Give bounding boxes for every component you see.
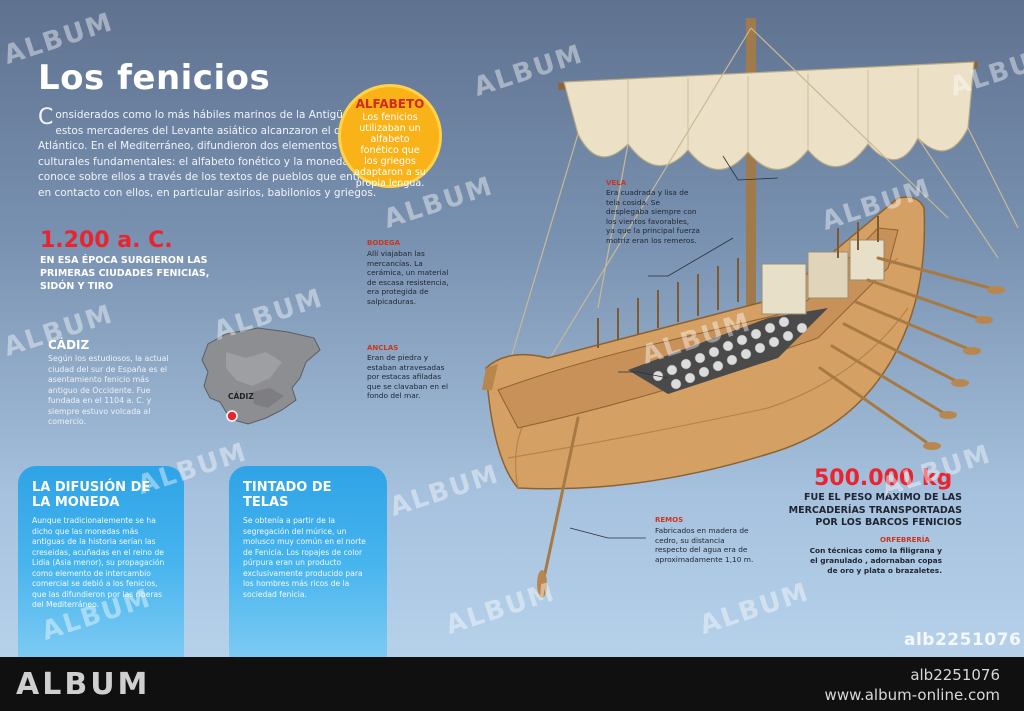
page-title: Los fenicios xyxy=(38,58,271,98)
drop-cap: C xyxy=(38,105,54,130)
label-bodega-title: BODEGA xyxy=(367,239,401,247)
iberia-map xyxy=(201,327,321,425)
intro-text: onsiderados como lo más hábiles marinos … xyxy=(38,109,385,199)
founding-date: 1.200 a. C. xyxy=(40,228,173,253)
ship-sail xyxy=(563,61,975,171)
ship-mast xyxy=(746,18,756,328)
cargo-description: Fue el peso máximo de las mercaderías tr… xyxy=(788,492,962,528)
cadiz-title: CÁDIZ xyxy=(48,338,90,352)
ship-illustration xyxy=(482,18,1019,598)
label-remos-title: REMOS xyxy=(655,516,684,524)
label-vela-title: VELA xyxy=(606,179,627,187)
alfabeto-text: Los fenicios utilizaban un alfabeto foné… xyxy=(354,112,426,189)
map-label-cadiz: CÁDIZ xyxy=(228,392,254,401)
label-anclas-title: ANCLAS xyxy=(367,344,399,352)
card-moneda-title: La difusión de la moneda xyxy=(32,480,151,510)
label-vela-text: Era cuadrada y lisa de tela cosida. Se d… xyxy=(606,188,700,245)
ship-oars xyxy=(542,256,992,580)
label-remos-text: Fabricados en madera de cedro, su distan… xyxy=(655,526,754,564)
crates xyxy=(761,239,885,315)
image-id: alb2251076 xyxy=(904,630,1022,650)
cadiz-text: Según los estudiosos, la actual ciudad d… xyxy=(48,354,169,426)
footer: ALBUM alb2251076 www.album-online.com xyxy=(0,657,1024,711)
amphorae xyxy=(652,316,808,390)
orfebreria-title: ORFEBRERÍA xyxy=(880,536,930,544)
footer-url[interactable]: www.album-online.com xyxy=(824,686,1000,704)
label-anclas-text: Eran de piedra y estaban atravesadas por… xyxy=(367,353,449,401)
alfabeto-title: ALFABETO xyxy=(355,97,425,111)
card-telas-title: Tintado de telas xyxy=(243,480,332,510)
cargo-weight: 500.000 kg xyxy=(814,466,953,491)
alfabeto-badge: ALFABETO Los fenicios utilizaban un alfa… xyxy=(338,84,442,189)
label-bodega-text: Allí viajaban las mercancías. La cerámic… xyxy=(367,249,449,306)
orfebreria-text: Con técnicas como la filigrana y el gran… xyxy=(809,546,942,575)
ship-deck xyxy=(497,227,899,429)
card-moneda-text: Aunque tradicionalemente se ha dicho que… xyxy=(32,516,165,609)
card-telas: Tintado de telas Se obtenía a partir de … xyxy=(229,466,387,657)
footer-image-id: alb2251076 xyxy=(910,666,1000,684)
card-moneda: La difusión de la moneda Aunque tradicio… xyxy=(18,466,184,657)
founding-description: En esa época surgieron las primeras ciud… xyxy=(40,255,210,292)
footer-logo[interactable]: ALBUM xyxy=(16,667,151,702)
cadiz-marker xyxy=(226,410,238,422)
card-telas-text: Se obtenía a partir de la segregación de… xyxy=(243,516,366,599)
